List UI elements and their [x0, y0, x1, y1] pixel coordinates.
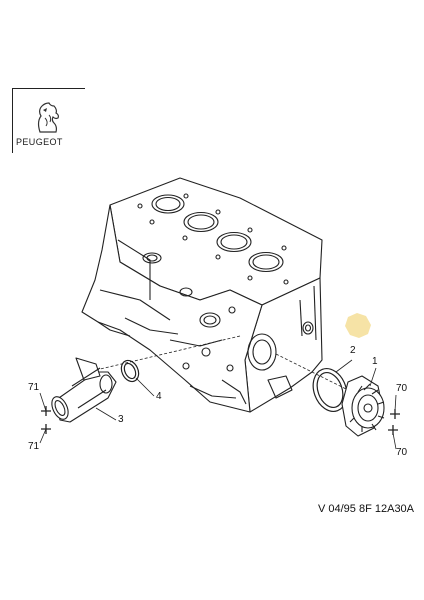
- assembly-lines: [95, 335, 373, 403]
- callout-4: 4: [156, 391, 162, 402]
- engine-block: [81, 177, 323, 413]
- highlight-marker: [345, 313, 371, 338]
- logo-frame: [12, 88, 85, 153]
- coolant-outlet-pipe-part: [51, 357, 117, 423]
- peugeot-lion-icon: [38, 102, 59, 133]
- callout-71-bottom: 71: [28, 441, 40, 452]
- callout-71-top: 71: [28, 382, 40, 393]
- o-ring-part: [120, 359, 140, 383]
- callout-2: 2: [350, 345, 356, 356]
- gasket-ring-part: [312, 368, 348, 412]
- callout-3: 3: [118, 414, 124, 425]
- brand-name: PEUGEOT: [16, 137, 63, 147]
- callout-70-bottom: 70: [396, 447, 408, 458]
- callout-70-top: 70: [396, 383, 408, 394]
- leader-lines: [39, 359, 397, 450]
- reference-code: V 04/95 8F 12A30A: [318, 503, 415, 515]
- callout-1: 1: [372, 356, 378, 367]
- water-pump-part: [341, 375, 385, 437]
